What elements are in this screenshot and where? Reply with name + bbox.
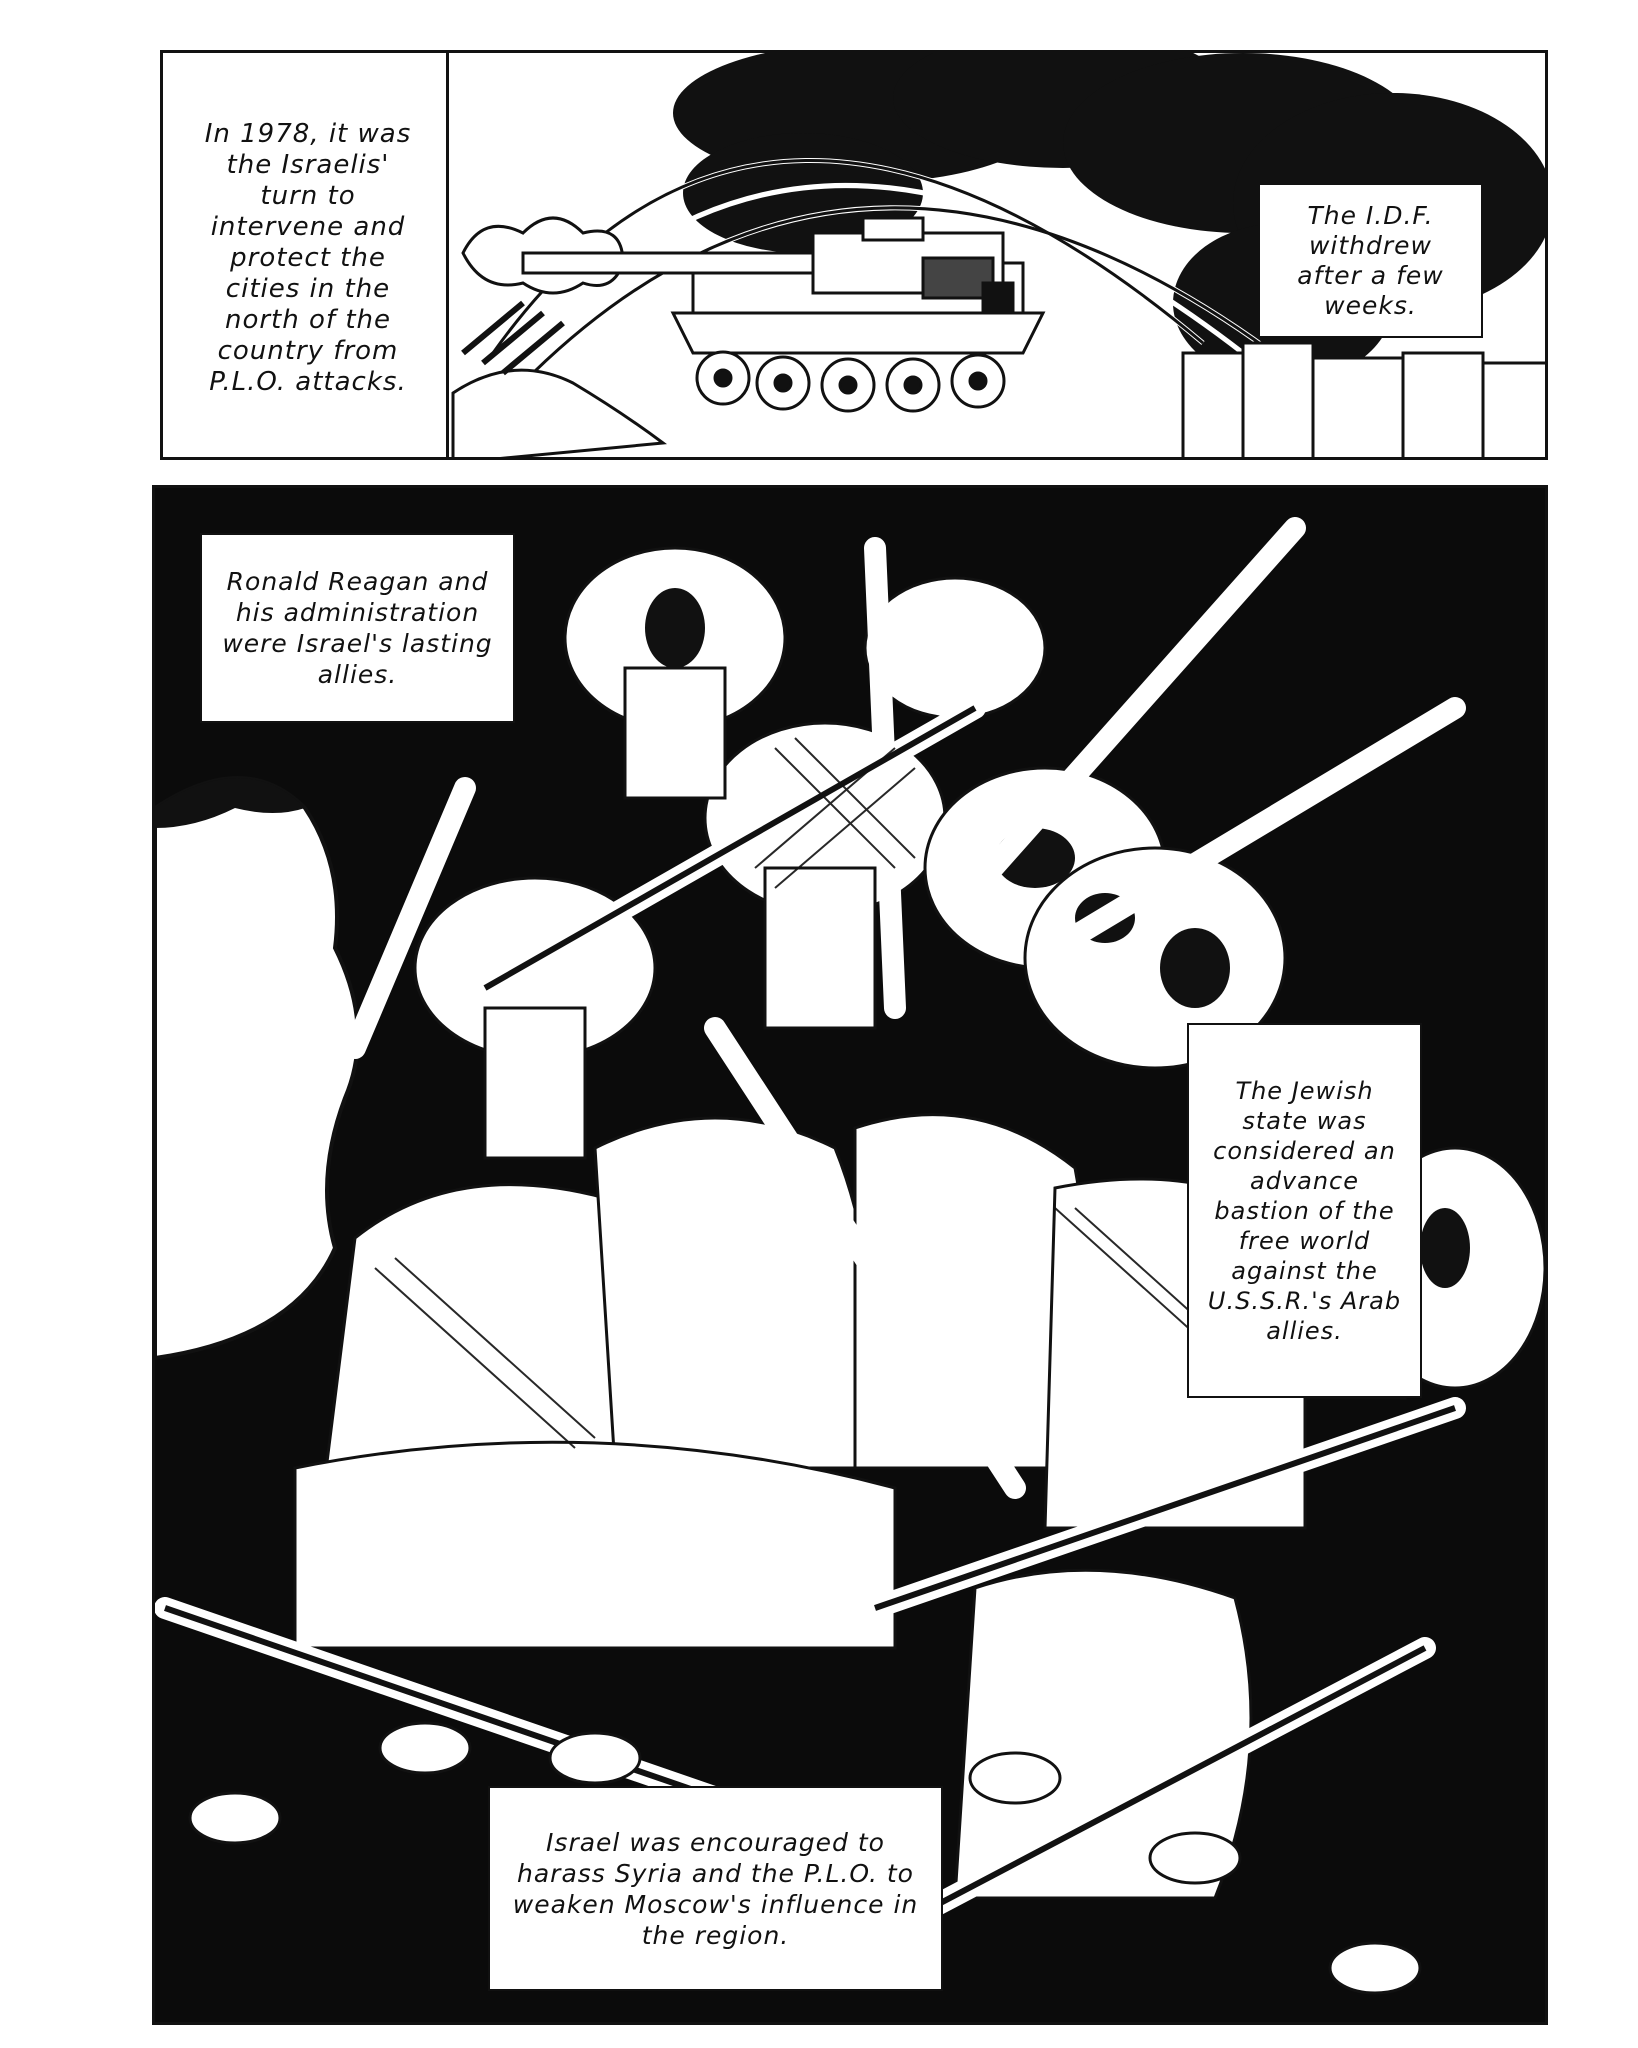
soldier-uniforms bbox=[293, 1113, 1307, 1900]
caption-advance-bastion: The Jewish state was considered an advan… bbox=[1187, 1023, 1422, 1398]
bottom-panel: Ronald Reagan and his administration wer… bbox=[152, 485, 1548, 2025]
top-panel: In 1978, it was the Israelis' turn to in… bbox=[160, 50, 1548, 460]
city-buildings bbox=[1181, 341, 1545, 457]
caption-reagan-allies: Ronald Reagan and his administration wer… bbox=[200, 533, 515, 723]
caption-idf-withdrew: The I.D.F. withdrew after a few weeks. bbox=[1258, 183, 1483, 338]
tank bbox=[521, 216, 1046, 413]
caption-harass-syria: Israel was encouraged to harass Syria an… bbox=[488, 1786, 943, 1991]
rocket-trails bbox=[461, 300, 565, 376]
boots bbox=[188, 1721, 1422, 1995]
reagan-face bbox=[155, 776, 360, 1361]
soldiers-march-illustration bbox=[155, 517, 1545, 1995]
camouflage-pattern bbox=[645, 588, 1470, 1288]
caption-1978: In 1978, it was the Israelis' turn to in… bbox=[204, 118, 412, 397]
panel-divider bbox=[446, 53, 449, 457]
